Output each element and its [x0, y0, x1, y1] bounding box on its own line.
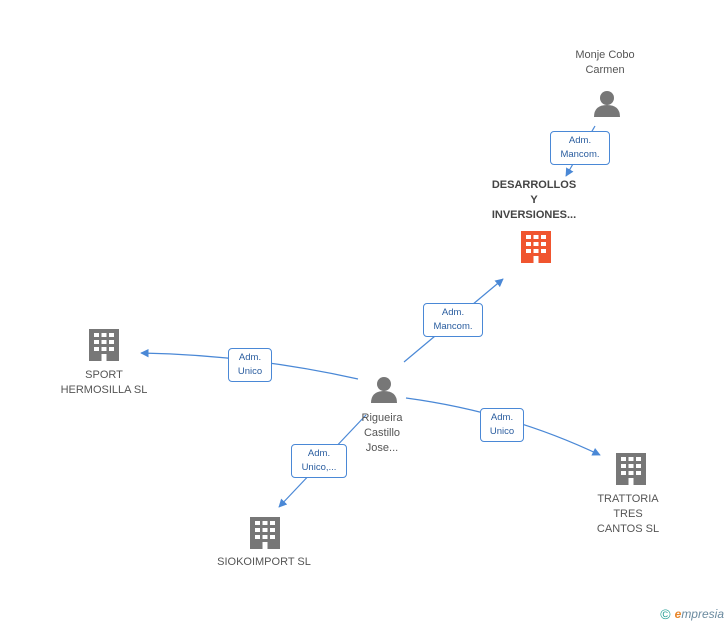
edge-label-line: Adm.	[307, 448, 331, 459]
node-label-line: SPORT	[85, 369, 123, 381]
node-label-line: DESARROLLOS	[491, 179, 577, 191]
edge-label-line: Mancom.	[560, 149, 600, 160]
node-label-line: Carmen	[585, 64, 625, 76]
node-label-trattoria[interactable]: TRATTORIA TRES CANTOS SL	[578, 492, 678, 537]
edge-label-rigueira-trattoria[interactable]: Adm. Unico	[480, 408, 524, 442]
node-label-siokoimport[interactable]: SIOKOIMPORT SL	[205, 555, 323, 570]
node-label-line: HERMOSILLA SL	[60, 384, 148, 396]
node-label-monje[interactable]: Monje Cobo Carmen	[555, 48, 655, 78]
copyright-icon: ©	[660, 606, 671, 622]
edge-label-line: Unico	[237, 366, 263, 377]
node-label-line: Y	[530, 194, 538, 206]
node-label-line: Monje Cobo	[575, 49, 635, 61]
building-icon[interactable]	[521, 231, 551, 263]
brand-logo-text: mpresia	[681, 607, 724, 621]
edge-label-line: Unico,...	[301, 462, 337, 473]
edge-label-rigueira-desarrollos[interactable]: Adm. Mancom.	[423, 303, 483, 337]
brand-logo-letter: e	[674, 607, 682, 621]
node-label-line: INVERSIONES...	[491, 209, 577, 221]
node-label-sport[interactable]: SPORT HERMOSILLA SL	[44, 368, 164, 398]
node-label-line: Rigueira	[361, 412, 403, 424]
node-label-desarrollos[interactable]: DESARROLLOS Y INVERSIONES...	[474, 178, 594, 223]
node-label-line: Castillo	[363, 427, 401, 439]
edge-label-line: Mancom.	[433, 321, 473, 332]
building-icon[interactable]	[89, 329, 119, 361]
node-label-line: TRATTORIA	[597, 493, 659, 505]
edge-label-rigueira-siokoimport[interactable]: Adm. Unico,...	[291, 444, 347, 478]
person-icon[interactable]	[594, 91, 620, 117]
node-label-line: SIOKOIMPORT SL	[217, 556, 311, 568]
edge-label-line: Adm.	[441, 307, 465, 318]
building-icon[interactable]	[616, 453, 646, 485]
edge-label-line: Adm.	[238, 352, 262, 363]
edge-label-rigueira-sport[interactable]: Adm. Unico	[228, 348, 272, 382]
footer-brand[interactable]: © e mpresia	[660, 606, 724, 622]
node-label-line: CANTOS SL	[596, 523, 660, 535]
edge-label-line: Unico	[489, 426, 515, 437]
building-icon[interactable]	[250, 517, 280, 549]
node-label-line: Jose...	[365, 442, 399, 454]
edge-label-line: Adm.	[490, 412, 514, 423]
node-label-line: TRES	[613, 508, 643, 520]
person-icon[interactable]	[371, 377, 397, 403]
node-label-rigueira[interactable]: Rigueira Castillo Jose...	[337, 411, 427, 456]
edge-label-monje-desarrollos[interactable]: Adm. Mancom.	[550, 131, 610, 165]
edge-label-line: Adm.	[568, 135, 592, 146]
